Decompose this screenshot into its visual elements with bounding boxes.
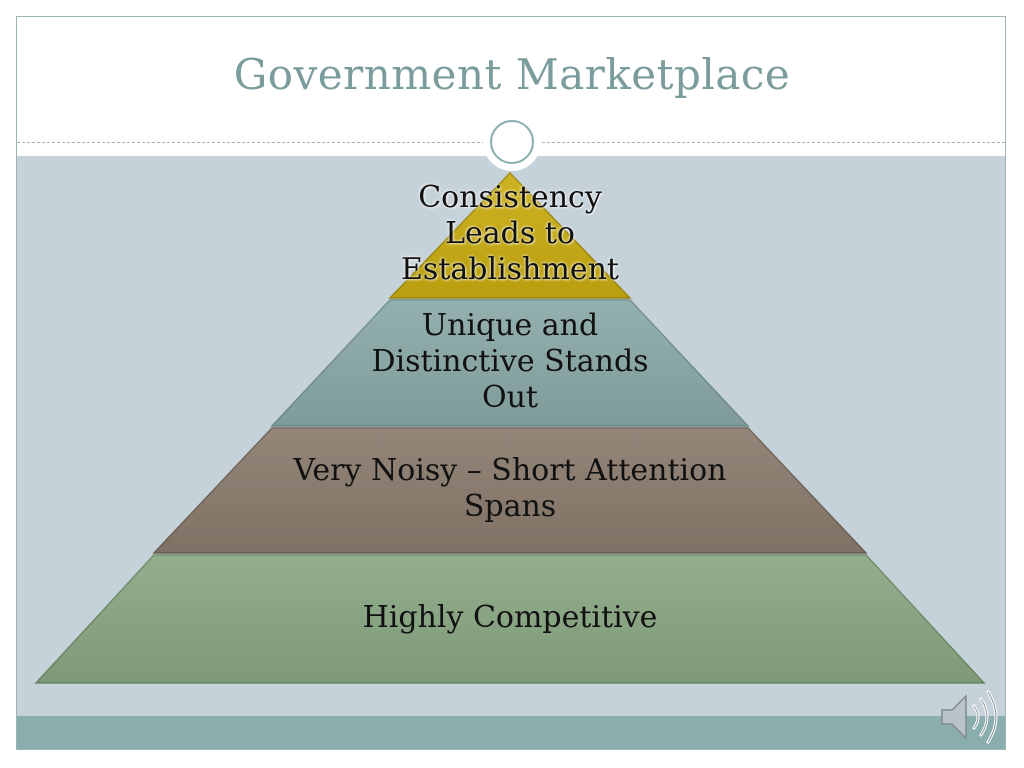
title-ornament [483,113,541,171]
ornament-ring [490,120,534,164]
speaker-icon[interactable] [936,684,1006,750]
tier-2-line-2: Distinctive Stands [371,344,649,379]
tier-label-4: Highly Competitive [210,600,810,636]
tier-4-line-1: Highly Competitive [362,600,658,635]
tier-label-1: Consistency Leads to Establishment [360,180,660,288]
tier-1-line-3: Establishment [401,252,619,287]
tier-3-line-2: Spans [463,489,557,524]
tier-1-line-1: Consistency [418,180,602,215]
bottom-bar [17,716,1005,749]
tier-2-line-1: Unique and [421,308,599,343]
tier-1-line-2: Leads to [445,216,575,251]
tier-label-2: Unique and Distinctive Stands Out [330,308,690,416]
slide-title: Government Marketplace [233,50,791,99]
tier-label-3: Very Noisy – Short Attention Spans [240,453,780,525]
tier-2-line-3: Out [482,380,538,415]
tier-3-line-1: Very Noisy – Short Attention [293,453,727,488]
